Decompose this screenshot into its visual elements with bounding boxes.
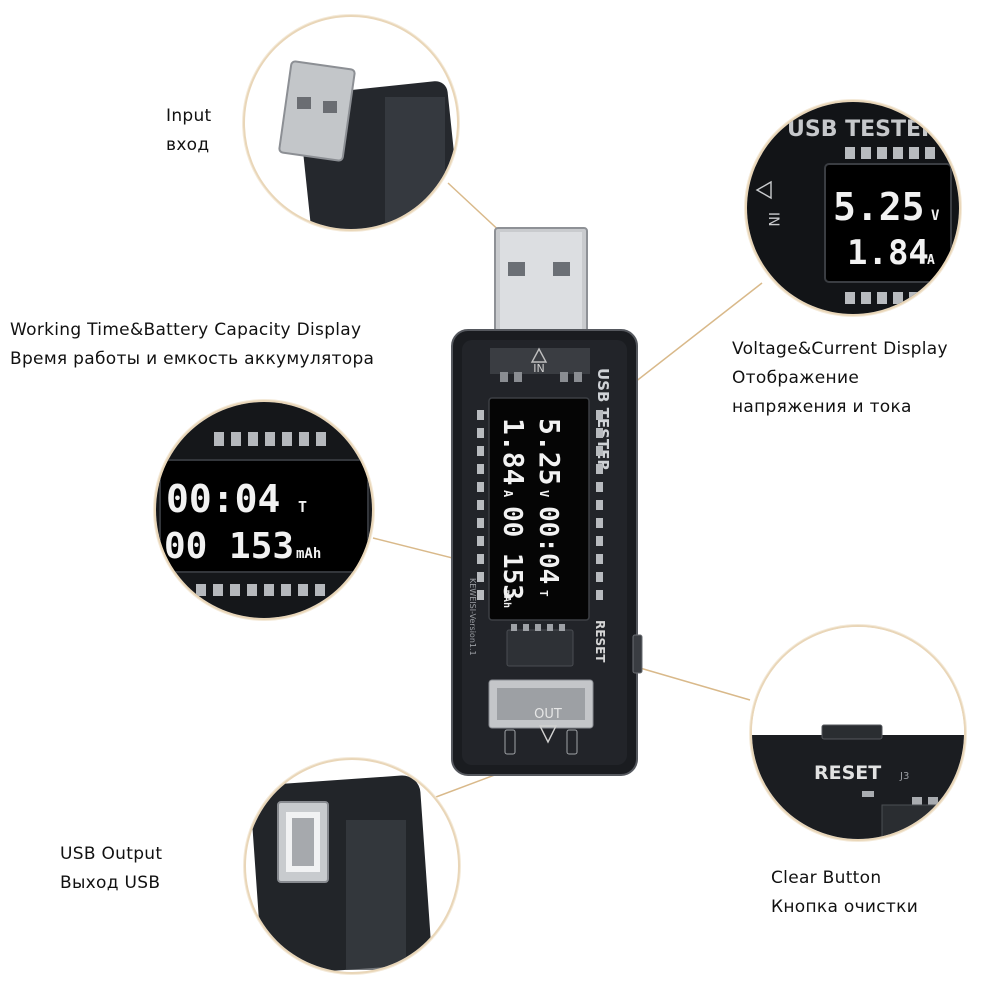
closeup-time-value: 00:04 [166, 477, 280, 521]
device-current-unit: A [501, 490, 515, 498]
closeup-capacity-unit: mAh [296, 546, 321, 562]
lcd-screen [488, 397, 590, 621]
reset-button-closeup: RESET J3 [750, 625, 966, 841]
callout-voltage-ru-2: напряжения и тока [732, 397, 912, 417]
closeup-in-label: IN [765, 212, 781, 227]
callout-voltage: Voltage&Current Display Отображение напр… [732, 335, 948, 422]
closeup-j3-label: J3 [899, 771, 909, 782]
closeup-reset-button[interactable] [821, 724, 883, 740]
callout-input-en: Input [166, 106, 212, 126]
callout-clear: Clear Button Кнопка очистки [771, 864, 918, 922]
device-capacity-value: 00 153 [497, 506, 527, 600]
device-voltage-value: 5.25 [533, 418, 566, 485]
closeup-voltage-value: 5.25 [833, 185, 925, 229]
input-plug-closeup [243, 15, 459, 231]
callout-input: Input вход [166, 102, 212, 160]
out-label: OUT [534, 707, 562, 722]
closeup-brand-label: USB TESTER [787, 117, 938, 142]
device-voltage-unit: V [537, 490, 551, 497]
device-reset-button[interactable] [632, 634, 643, 674]
usb-input-plug [494, 227, 588, 339]
closeup-reset-label: RESET [814, 762, 881, 784]
time-capacity-closeup: 00:04 T 00 153 mAh [154, 400, 374, 620]
callout-output-en: USB Output [60, 844, 163, 864]
callout-clear-ru: Кнопка очистки [771, 897, 919, 917]
callout-input-ru: вход [166, 135, 210, 155]
callout-voltage-ru-1: Отображение [732, 368, 860, 388]
device-time-unit: T [537, 590, 550, 597]
callout-capacity: Working Time&Battery Capacity Display Вр… [10, 316, 374, 374]
callout-voltage-en: Voltage&Current Display [732, 339, 948, 359]
usb-output-closeup [244, 758, 460, 974]
device-reset-label: RESET [593, 620, 607, 663]
closeup-voltage-unit: V [931, 208, 940, 224]
device-capacity-unit: mAh [501, 590, 512, 608]
closeup-capacity-value: 00 153 [164, 526, 294, 567]
in-label: IN [533, 362, 544, 375]
callout-output: USB Output Выход USB [60, 840, 162, 898]
callout-capacity-ru: Время работы и емкость аккумулятора [10, 349, 375, 369]
device-current-value: 1.84 [497, 418, 530, 485]
board-version-text: KEWEISI-Version1.1 [468, 578, 477, 656]
closeup-time-unit: T [298, 498, 307, 516]
device-time-value: 00:04 [533, 506, 563, 584]
closeup-current-unit: A [927, 253, 935, 268]
callout-output-ru: Выход USB [60, 873, 161, 893]
voltage-current-closeup: USB TESTER 5.25 V 1.84 A IN [745, 100, 961, 316]
callout-clear-en: Clear Button [771, 868, 882, 888]
callout-capacity-en: Working Time&Battery Capacity Display [10, 320, 362, 340]
closeup-current-value: 1.84 [847, 233, 929, 273]
device-body: IN USB TESTER 5.25 V 1.84 A 00:04 T 00 1… [451, 329, 643, 776]
